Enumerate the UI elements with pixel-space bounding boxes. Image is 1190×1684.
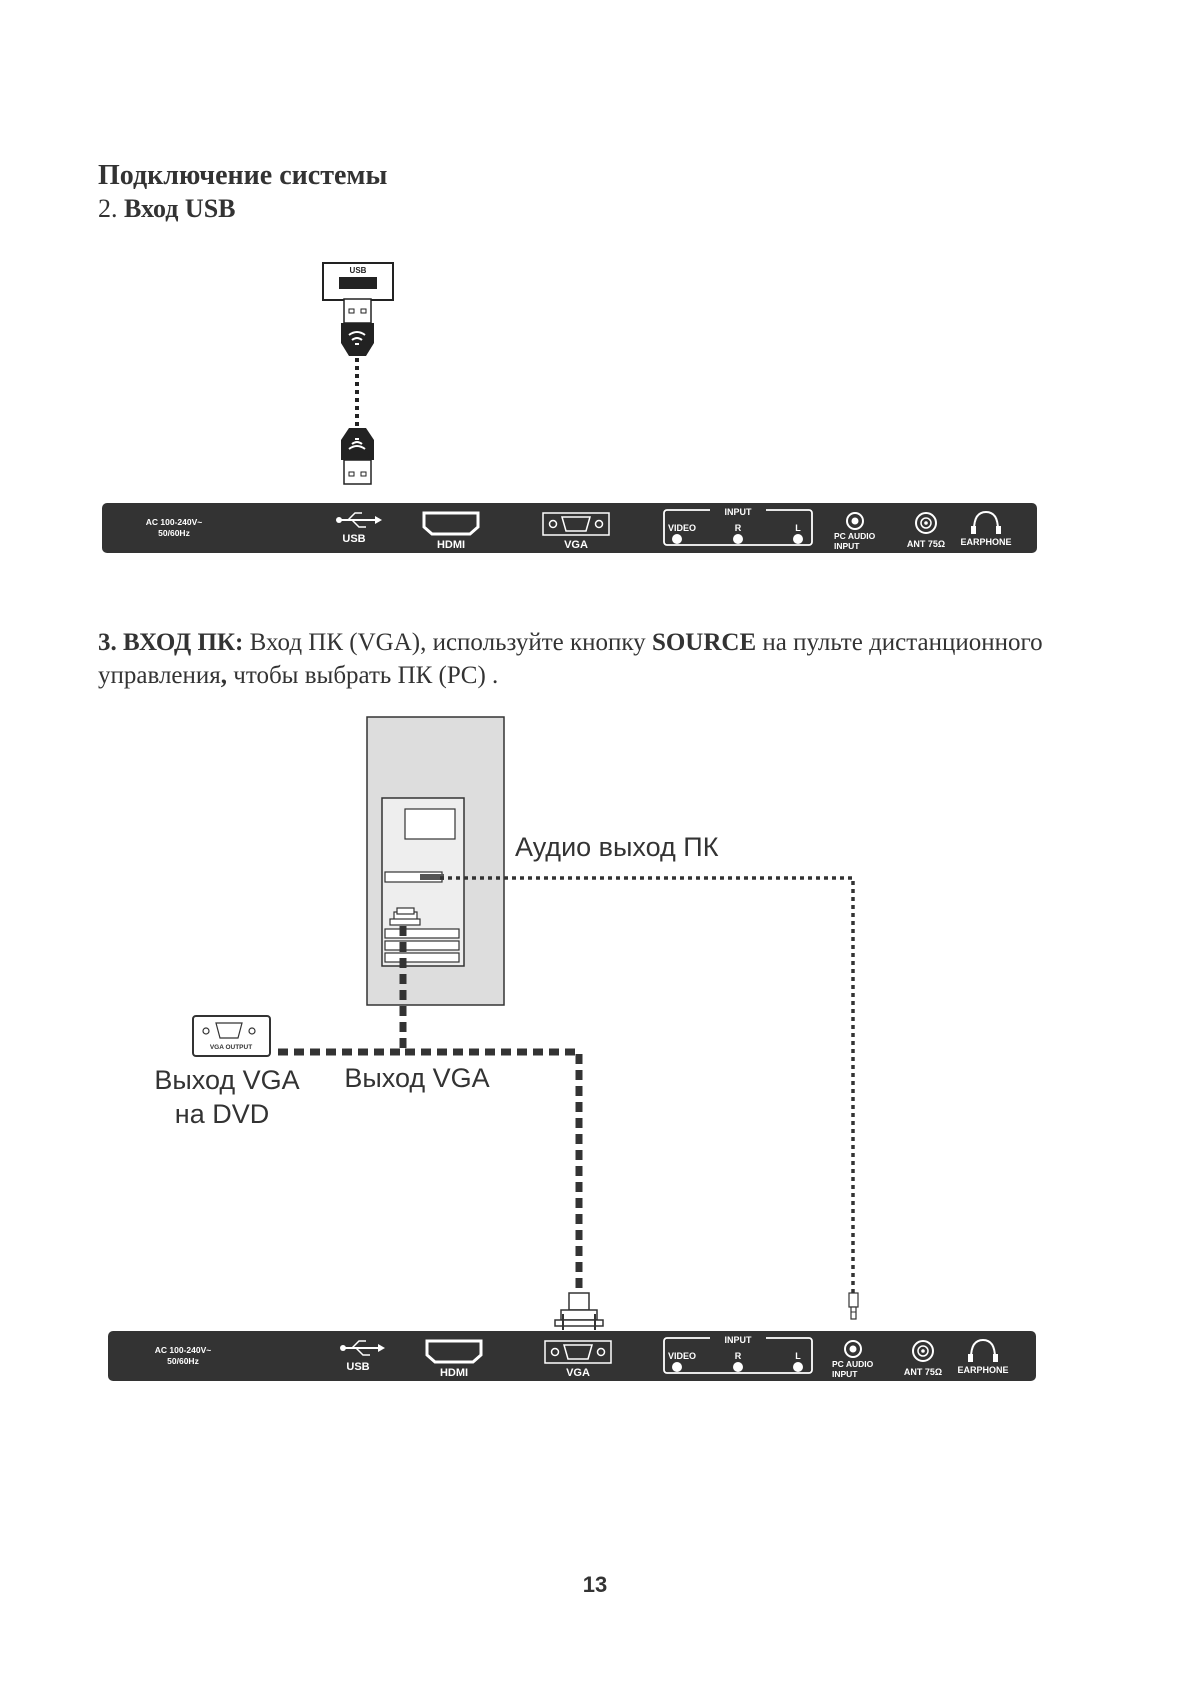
panel1-pc-audio-line2: INPUT (834, 541, 860, 551)
vga-text-a: Вход ПК (VGA), используйте кнопку (243, 629, 652, 656)
panel1-ant-label: ANT 75Ω (907, 539, 945, 549)
usb-subheading-label: Вход USB (124, 194, 236, 223)
panel2-hdmi-port-icon (425, 1339, 483, 1364)
page-number: 13 (582, 1572, 608, 1597)
panel1-hdmi-label: HDMI (437, 539, 465, 551)
panel1-pc-audio-jack-icon (846, 512, 864, 530)
vga-cable-pc (399, 926, 583, 1295)
panel1-r-jack-icon (733, 534, 743, 544)
panel1-l-jack-icon (793, 534, 803, 544)
panel1-av-input-block: INPUT VIDEO R L (663, 506, 813, 546)
usb-plug-bottom (341, 428, 374, 485)
usb-plug-top (341, 298, 374, 356)
panel2-power-line1: AC 100-240V~ (155, 1345, 212, 1355)
panel2-video-jack-icon (672, 1362, 682, 1372)
panel1-headphones-icon (971, 510, 1001, 534)
vga-out-dvd-label-line1: Выход VGA (154, 1065, 299, 1095)
panel1-pc-audio-line1: PC AUDIO (834, 531, 876, 541)
panel2-pc-audio-jack-icon (844, 1340, 862, 1358)
usb-port-label: USB (350, 266, 367, 275)
panel1-hdmi-port-icon (422, 511, 480, 536)
vga-section-paragraph: 3. ВХОД ПК: Вход ПК (VGA), используйте к… (98, 626, 1098, 692)
tv-connector-panel-1: AC 100-240V~ 50/60Hz USB HDMI VGA (102, 503, 1037, 553)
panel2-hdmi-label: HDMI (440, 1367, 468, 1379)
usb-port-box: USB (322, 262, 394, 301)
panel1-r-label: R (735, 523, 742, 533)
panel1-l-label: L (795, 523, 801, 533)
panel2-vga-label: VGA (566, 1367, 590, 1379)
panel2-l-label: L (795, 1351, 801, 1361)
vga-plug (554, 1292, 604, 1330)
vga-section-number: 3. ВХОД ПК: (98, 629, 244, 656)
usb-subheading-number: 2. (98, 194, 118, 223)
panel2-l-jack-icon (793, 1362, 803, 1372)
panel1-vga-label: VGA (564, 539, 588, 551)
tv-connector-panel-2: AC 100-240V~ 50/60Hz USB HDMI VGA (108, 1331, 1036, 1381)
vga-out-dvd-label-line2: на DVD (175, 1099, 269, 1129)
panel2-vga-port-icon (544, 1340, 612, 1364)
vga-output-device-label: VGA OUTPUT (210, 1044, 252, 1051)
panel2-video-label: VIDEO (668, 1351, 696, 1361)
pc-tower (366, 716, 505, 1006)
usb-subheading: 2. Вход USB (98, 194, 236, 224)
audio-out-label: Аудио выход ПК (515, 832, 719, 862)
panel2-ant-label: ANT 75Ω (904, 1367, 942, 1377)
panel2-usb-symbol-icon (340, 1340, 385, 1356)
audio-plug (848, 1292, 859, 1320)
vga-text-c: чтобы выбрать ПК (PC) . (227, 662, 499, 689)
panel1-input-label: INPUT (725, 507, 753, 517)
panel2-input-label: INPUT (725, 1335, 753, 1345)
panel2-antenna-jack-icon (912, 1340, 934, 1362)
panel2-usb-label: USB (346, 1361, 369, 1373)
panel2-r-label: R (735, 1351, 742, 1361)
panel1-vga-port-icon (542, 512, 610, 536)
panel1-video-jack-icon (672, 534, 682, 544)
panel2-pc-audio-line2: INPUT (832, 1369, 858, 1379)
panel1-antenna-jack-icon (915, 512, 937, 534)
panel1-usb-symbol-icon (336, 512, 382, 528)
vga-text-b: на пульте дистанционного управления (98, 629, 1043, 689)
vga-out-pc-label: Выход VGA (344, 1063, 489, 1093)
vga-comma: , (220, 662, 228, 689)
section-title: Подключение системы (98, 160, 388, 191)
panel1-power-line1: AC 100-240V~ (146, 517, 203, 527)
panel2-headphones-icon (968, 1338, 998, 1362)
dvd-vga-output-device: VGA OUTPUT (192, 1015, 271, 1057)
panel2-earphone-label: EARPHONE (957, 1365, 1008, 1375)
panel1-video-label: VIDEO (668, 523, 696, 533)
panel2-power-line2: 50/60Hz (167, 1356, 199, 1366)
panel2-pc-audio-line1: PC AUDIO (832, 1359, 874, 1369)
panel1-earphone-label: EARPHONE (960, 537, 1011, 547)
panel1-power-line2: 50/60Hz (158, 528, 190, 538)
panel2-r-jack-icon (733, 1362, 743, 1372)
panel1-usb-label: USB (342, 533, 365, 545)
source-keyword: SOURCE (651, 629, 757, 656)
audio-cable (440, 876, 855, 1293)
panel2-av-input-block: INPUT VIDEO R L (663, 1334, 813, 1374)
